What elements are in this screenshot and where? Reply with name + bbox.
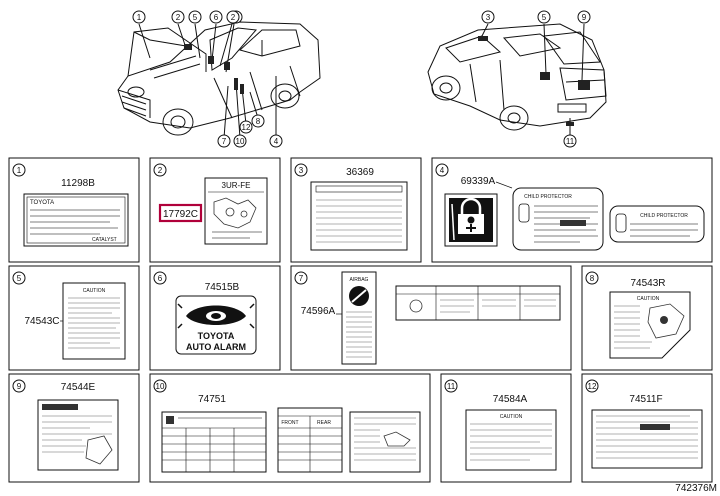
callout-front-circle-7: [233, 134, 247, 148]
callout-front-circle-3: [209, 10, 223, 24]
panel-12-label: [591, 409, 703, 469]
callout-rear-label-3: 11: [566, 137, 575, 146]
panel-4-number: 4: [440, 166, 445, 175]
callout-front-circle-8: [239, 120, 253, 134]
callout-rear-circle-3: [563, 134, 577, 148]
panel-6-label-brand: TOYOTA: [198, 331, 235, 341]
panel-5-part-number: 74543C: [24, 316, 59, 327]
panel-6-frame: [149, 265, 281, 371]
vehicle-rear-view: [427, 23, 607, 131]
panel-4-part-number: 69339A: [461, 176, 496, 187]
panel-7-number: 7: [299, 274, 304, 283]
panel-7-labels: AIRBAG: [336, 271, 561, 365]
label-marks-rear: [478, 36, 590, 126]
panel-6-label-alarm: AUTO ALARM: [186, 342, 246, 352]
panel-5-frame: [8, 265, 140, 371]
panel-5-label: CAUTION: [60, 282, 126, 360]
panel-2-engine-code: 3UR-FE: [222, 181, 251, 190]
panel-headers: 1 11298B 2 3 36369 4 69339A 5 74543C 6 7…: [12, 163, 666, 405]
callout-front-circle-5: [226, 10, 240, 24]
panel-1-number: 1: [17, 166, 22, 175]
panel-3-number: 3: [299, 166, 304, 175]
callout-front-circle-2: [188, 10, 202, 24]
callout-rear-circle-2: [577, 10, 591, 24]
panel-2-label: 3UR-FE 17792C: [158, 177, 268, 245]
panel-8-number: 8: [590, 274, 595, 283]
panel-10-frame: [149, 373, 431, 483]
panel-3-label: [310, 181, 408, 251]
callout-front-circle-0: [132, 10, 146, 24]
panel-8-label: CAUTION: [609, 291, 691, 359]
callout-rear-circle-1: [537, 10, 551, 24]
panel-12-part-number: 74511F: [629, 394, 662, 405]
panel-11-number: 11: [447, 382, 456, 391]
panel-9-number: 9: [17, 382, 22, 391]
panel-9-frame: [8, 373, 140, 483]
callout-front-label-9: 8: [256, 117, 261, 126]
panel-1-label: TOYOTA CATALYST: [23, 193, 129, 247]
label-marks-front: [184, 44, 244, 94]
panel-10-label-front: FRONT: [281, 420, 298, 426]
panel-8-frame: [581, 265, 713, 371]
panel-7-frame: [290, 265, 572, 371]
callout-front-label-6: 7: [222, 137, 227, 146]
panel-12-number: 12: [588, 382, 597, 391]
panel-11-part-number: 74584A: [493, 394, 528, 405]
panel-9-label: [37, 399, 119, 471]
highlighted-part-box: [158, 203, 203, 223]
panel-3-part-number: 36369: [346, 167, 374, 178]
panel-10-number: 10: [156, 382, 165, 391]
panel-2-frame: [149, 157, 281, 263]
panel-4-label-b-title: CHILD PROTECTOR: [640, 213, 688, 219]
callout-front-label-10: 4: [274, 137, 279, 146]
callout-rear-label-1: 5: [542, 13, 547, 22]
callout-front-circle-1: [171, 10, 185, 24]
callout-front-label-2: 5: [193, 13, 198, 22]
callout-front-label-3: 6: [214, 13, 219, 22]
callout-front-circle-6: [217, 134, 231, 148]
panel-1-frame: [8, 157, 140, 263]
figure-id: 742376M: [675, 483, 717, 494]
panel-10-label-rear: REAR: [317, 420, 331, 426]
panel-grid: [8, 157, 713, 483]
panel-4-frame: [431, 157, 713, 263]
panel-1-part-number: 11298B: [61, 178, 95, 189]
panel-2-part-number: 17792C: [163, 209, 198, 220]
panel-10-part-number: 74751: [198, 394, 226, 405]
callout-group: 125632710128435911: [132, 10, 591, 148]
panel-1-label-brand: TOYOTA: [30, 200, 54, 206]
panel-1-label-catalyst: CATALYST: [92, 237, 117, 243]
callout-front-circle-10: [269, 134, 283, 148]
callout-rear-label-0: 3: [486, 13, 491, 22]
panel-12-frame: [581, 373, 713, 483]
callout-front-label-5: 2: [231, 13, 236, 22]
panel-5-label-caution: CAUTION: [83, 288, 106, 294]
vehicle-front-view: [117, 21, 585, 139]
callout-front-label-1: 2: [176, 13, 181, 22]
callout-front-label-7: 10: [236, 137, 245, 146]
panel-5-number: 5: [17, 274, 22, 283]
panel-9-part-number: 74544E: [61, 382, 96, 393]
panel-2-number: 2: [158, 166, 163, 175]
panel-11-frame: [440, 373, 572, 483]
panel-11-label-caution: CAUTION: [500, 414, 523, 420]
panel-11-label: CAUTION: [465, 409, 557, 471]
callout-front-label-0: 1: [137, 13, 142, 22]
panel-7-label-title: AIRBAG: [350, 277, 369, 283]
panel-6-part-number: 74515B: [205, 282, 240, 293]
panel-4-labels: CHILD PROTECTOR CHILD PROTECTOR: [444, 181, 705, 251]
panel-4-label-a-title: CHILD PROTECTOR: [524, 194, 572, 200]
panel-8-label-caution: CAUTION: [637, 296, 660, 302]
panel-7-part-number: 74596A: [301, 306, 336, 317]
panel-3-frame: [290, 157, 422, 263]
panel-6-number: 6: [158, 274, 163, 283]
callout-front-label-8: 12: [242, 123, 251, 132]
panel-6-label: TOYOTA AUTO ALARM: [175, 295, 257, 355]
panel-10-labels: FRONT REAR: [161, 407, 421, 473]
callout-rear-circle-0: [481, 10, 495, 24]
callout-front-circle-9: [251, 114, 265, 128]
callout-rear-label-2: 9: [582, 13, 587, 22]
panel-8-part-number: 74543R: [630, 278, 665, 289]
